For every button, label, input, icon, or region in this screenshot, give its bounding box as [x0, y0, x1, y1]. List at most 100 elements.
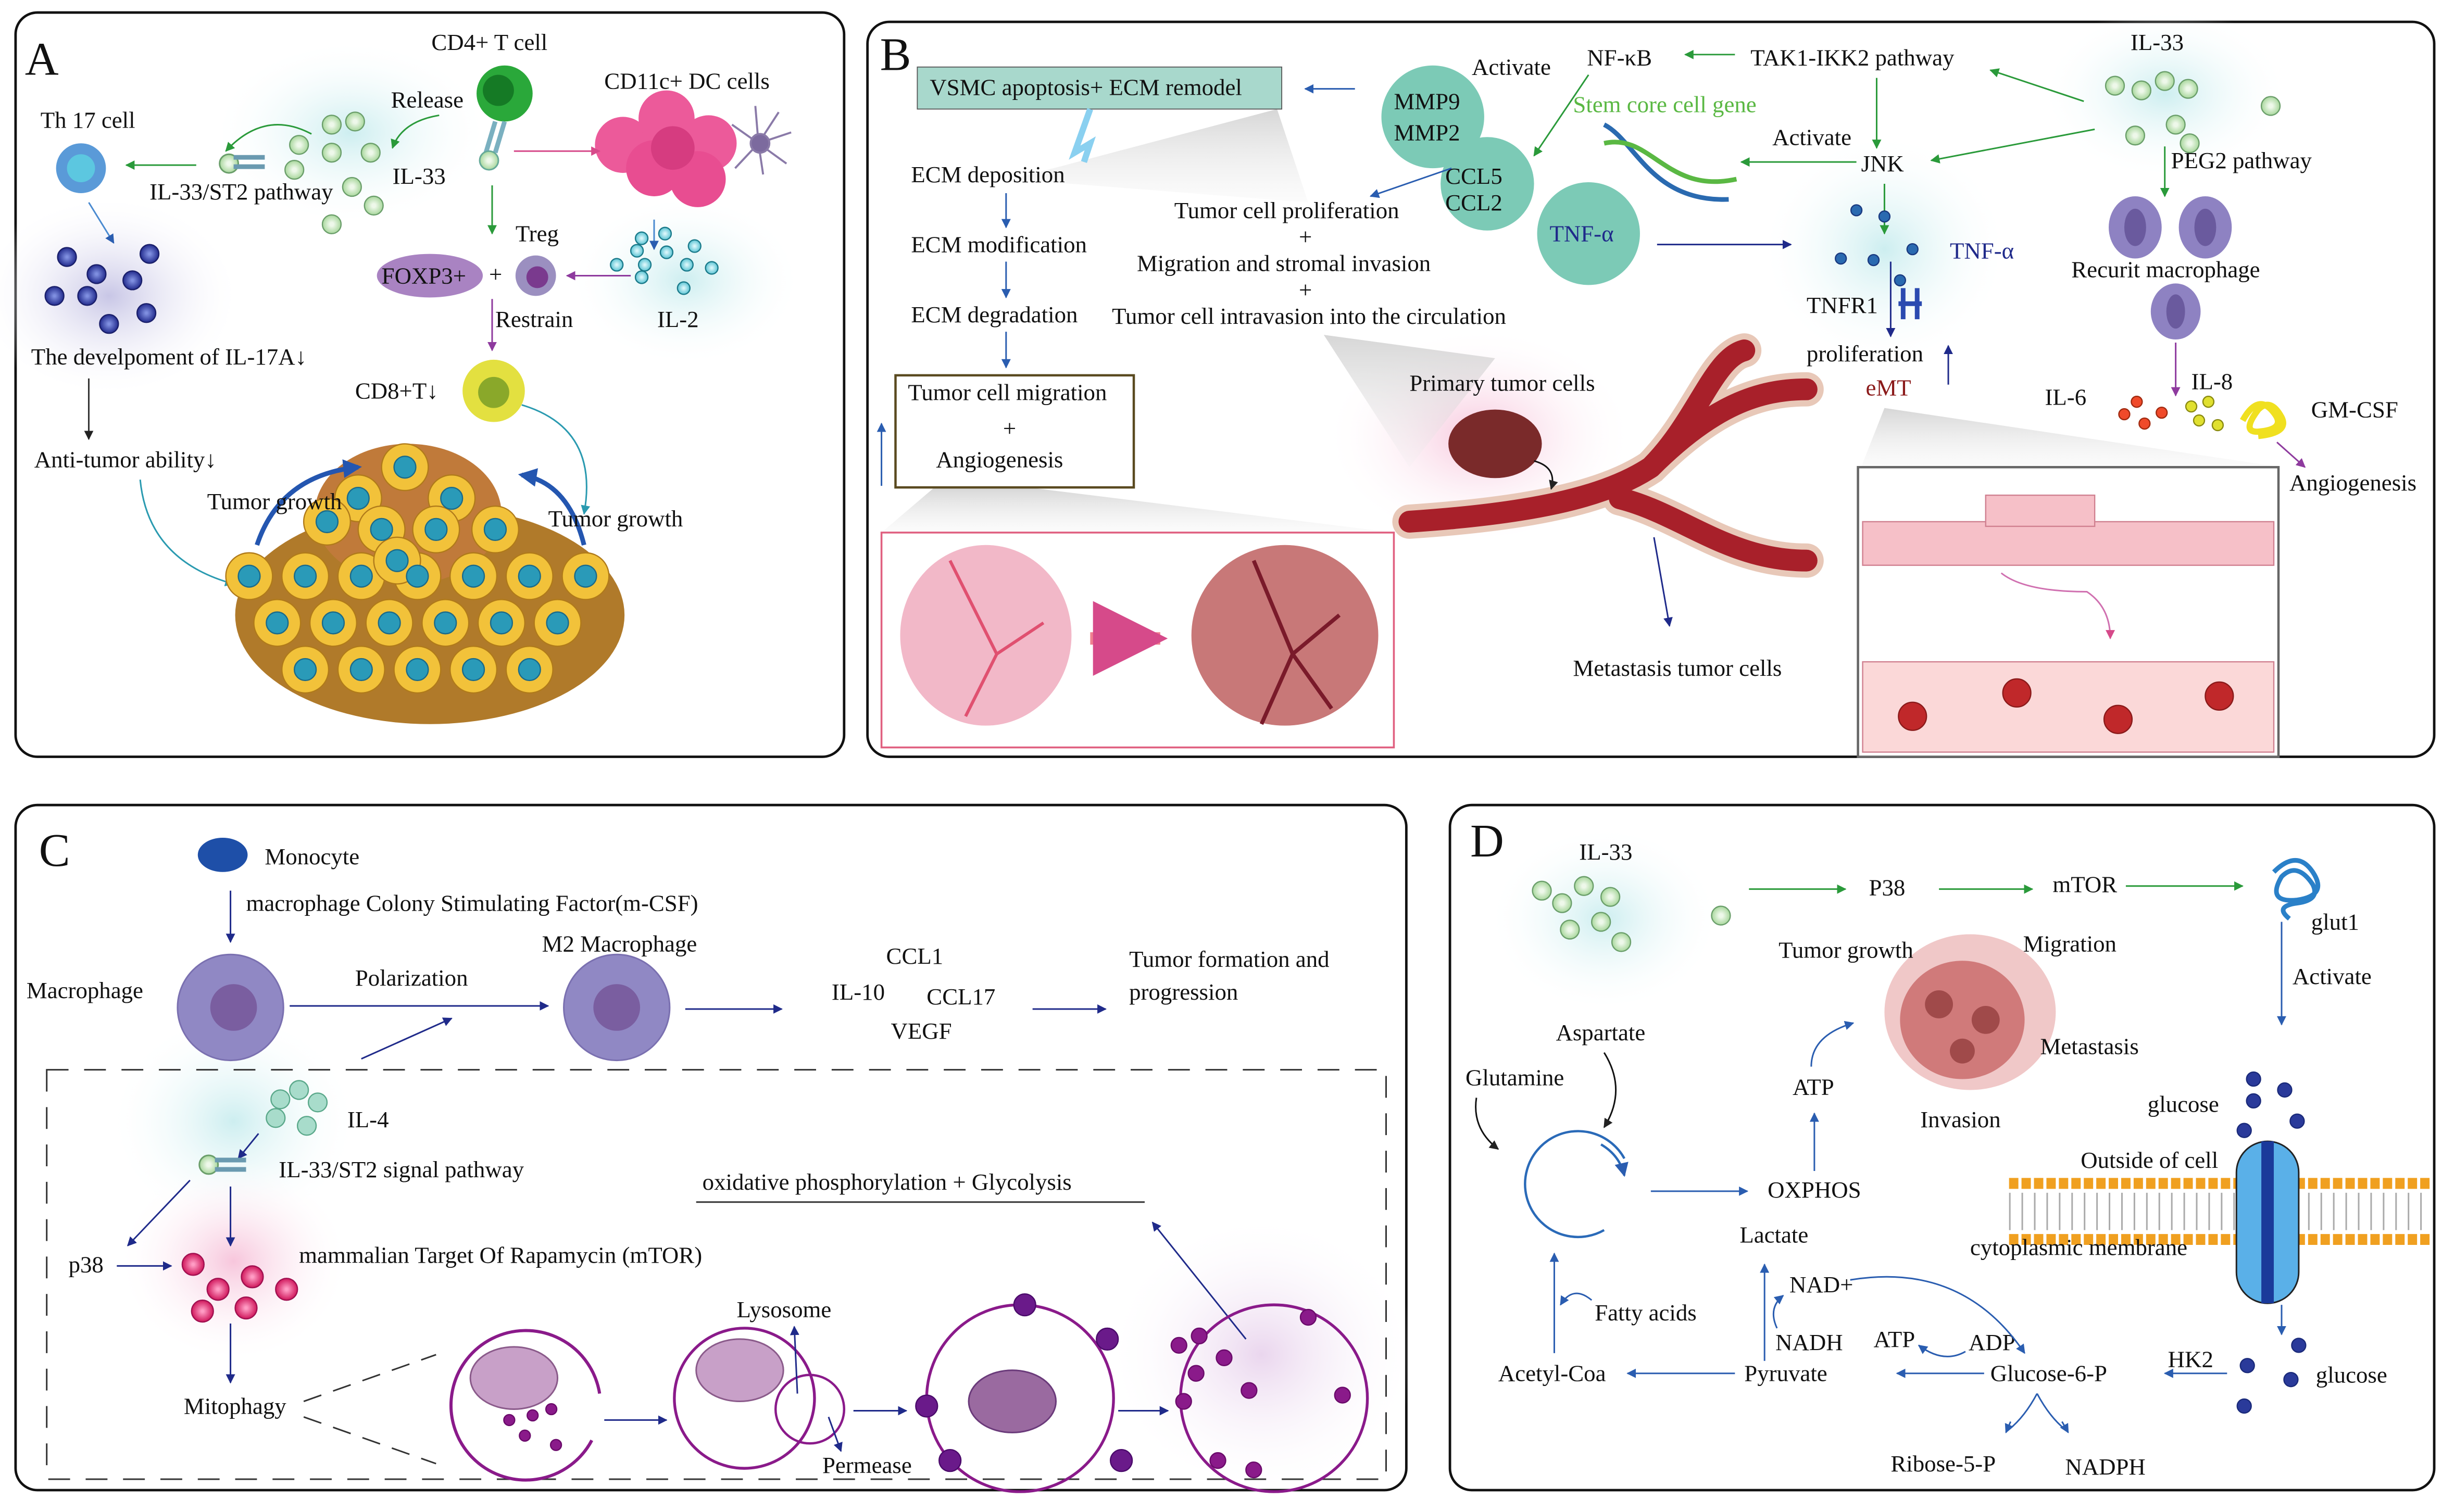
lipid-bilayer-icon [2009, 1178, 2433, 1245]
aspartate-label: Aspartate [1556, 1019, 1645, 1045]
cd4-receptor-icon [483, 121, 507, 154]
tnf-alpha-label: TNF-α [1950, 238, 2014, 264]
arrow-to-oxphos [1151, 1221, 1247, 1340]
il33-st2-signal-label: IL-33/ST2 signal pathway [279, 1156, 524, 1182]
tumor-nucleus-icon [518, 564, 541, 588]
vessel-after-icon [1251, 560, 1341, 725]
nadph-label: NADPH [2065, 1454, 2145, 1480]
il2-particle-icon-group [610, 226, 719, 295]
monocyte-label: Monocyte [265, 843, 359, 870]
lysosome-fusion-icon [774, 1374, 846, 1445]
panel-b-letter: B [880, 29, 911, 81]
activate-label-d: Activate [2293, 963, 2372, 989]
arrow-cd8-to-tumor [521, 404, 591, 515]
mtor-particle-icon [234, 1296, 258, 1320]
il4-particle-icon-group [266, 1080, 328, 1136]
il33-particle-icon [364, 195, 384, 216]
tumor-nucleus-icon [349, 658, 373, 682]
arrow-aspartate-to-cycle [1603, 1052, 1617, 1128]
il33-particle-icon-group [2105, 71, 2281, 154]
plus-1: + [1299, 224, 1312, 250]
invasion-label: Invasion [1920, 1106, 2000, 1132]
activate-top-label: Activate [1472, 54, 1551, 80]
tumor-nucleus-icon [293, 564, 317, 588]
fatty-acids-label: Fatty acids [1595, 1300, 1697, 1326]
il33-particle-icon [284, 159, 305, 180]
il6-particle-icon [2138, 417, 2151, 430]
p38-label-d: P38 [1869, 875, 1906, 901]
il33-particle-icon [2125, 125, 2146, 146]
il6-particle-icon [2131, 396, 2143, 408]
arrow-il4-to-polarization [361, 1017, 453, 1060]
il33-particle-icon [1600, 887, 1621, 907]
receptor-ball-icon [479, 150, 499, 171]
il33-particle-icon [2155, 71, 2175, 91]
il2-particle-icon [677, 281, 691, 295]
lysosome-enzyme-icon [1013, 1293, 1036, 1317]
tumor-nucleus-icon [266, 611, 289, 635]
il33-particle-icon [2260, 96, 2281, 116]
vsmc-box [917, 66, 1283, 110]
panel-d: D IL-33 P38 mTOR glut1 Activate Tumor gr… [1448, 803, 2436, 1492]
red-blood-cell-icon [1898, 701, 1927, 731]
tumor-nucleus-icon [483, 518, 507, 541]
glucose-molecule-icon [2239, 1358, 2255, 1374]
nadh-label: NADH [1775, 1329, 1843, 1355]
metastasis-label: Metastasis [2040, 1034, 2138, 1060]
tumor-nucleus-icon [461, 564, 485, 588]
recruit-macrophage-label: Recurit macrophage [2071, 256, 2260, 282]
il33-particle-icon [360, 143, 381, 163]
il17a-cell-icon-group [44, 244, 160, 334]
blood-vessel-icon [1398, 339, 1818, 572]
lysosome-enzyme-icon [1096, 1327, 1119, 1351]
tumor-nucleus-icon [393, 456, 417, 479]
il8-particle-icon [2202, 396, 2215, 408]
mtor-particle-icon [241, 1265, 264, 1289]
panel-b-frame [866, 20, 2436, 758]
adp-label: ADP [1969, 1329, 2015, 1355]
il6-label: IL-6 [2045, 384, 2086, 410]
cd4-t-cell-nucleus [483, 74, 514, 106]
tumor-nucleus-icon [370, 518, 393, 541]
il8-label: IL-8 [2191, 369, 2233, 395]
mtor-glow [117, 1160, 350, 1363]
released-nutrient-icon [1299, 1308, 1317, 1326]
p38-label: p38 [69, 1251, 104, 1277]
tumor-nucleus-icon [440, 486, 464, 510]
il4-particle-icon [307, 1092, 328, 1113]
tumor-cluster-d-icon [1884, 934, 2056, 1090]
arrow-to-lysosome-label [790, 1326, 799, 1394]
tnf-particle-icon [1835, 252, 1847, 265]
red-blood-cell-icon-group [1898, 678, 2234, 734]
treg-nucleus [526, 266, 548, 288]
red-blood-cell-icon [2205, 681, 2234, 711]
metastasis-tumor-cells-label: Metastasis tumor cells [1573, 655, 1782, 681]
zoom-shade-vsmc [1012, 109, 1308, 203]
il2-label: IL-2 [657, 306, 699, 332]
il2-particle-icon [634, 231, 649, 245]
il33-particle-icon [1552, 893, 1572, 913]
arrow-nad-to-g6p [1850, 1276, 2025, 1354]
il17a-development-label: The develpoment of IL-17A↓ [31, 344, 307, 370]
tca-cycle-icon [1524, 1130, 1625, 1239]
mitophagy-label: Mitophagy [184, 1393, 286, 1419]
anti-tumor-ability-label: Anti-tumor ability↓ [34, 446, 217, 472]
ecm-degradation-label: ECM degradation [911, 301, 1078, 327]
arrow-to-ribose [2005, 1421, 2014, 1433]
il4-particle-icon [270, 1089, 291, 1110]
il33-particle-icon [1711, 905, 1731, 926]
mmp9-label: MMP9 [1394, 88, 1460, 114]
mmp-circle [1381, 65, 1484, 169]
vessel-before-icon [948, 560, 1045, 717]
tumor-nucleus-icon [315, 510, 339, 534]
il17a-cell-icon [136, 303, 157, 323]
st2-receptor-icon [219, 153, 265, 174]
released-nutrient-icon [1191, 1327, 1208, 1345]
peg2-pathway-label: PEG2 pathway [2171, 147, 2312, 173]
primary-tumor-cluster-icon [1448, 409, 1542, 478]
outside-of-cell-label: Outside of cell [2081, 1147, 2218, 1173]
il8-particle-icon [2193, 414, 2206, 427]
il4-particle-icon [266, 1108, 286, 1128]
glucose-molecule-icon-group [2236, 1071, 2305, 1138]
ccl-circle [1441, 137, 1534, 231]
